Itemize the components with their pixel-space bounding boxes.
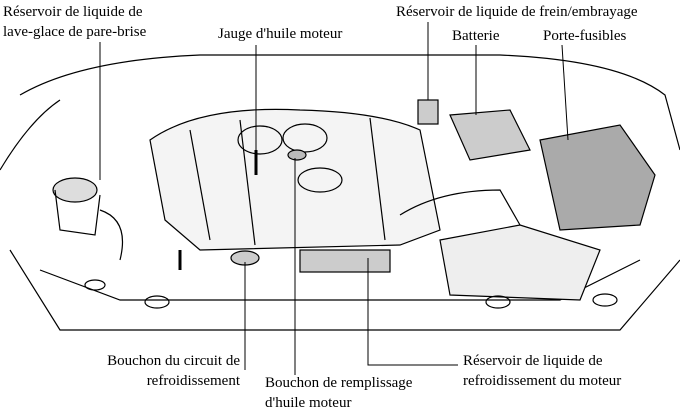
front-bumper-outline [9, 249, 680, 331]
label-oil-filler-cap: Bouchon de remplissage d'huile moteur [265, 373, 412, 412]
label-brake-clutch-reservoir: Réservoir de liquide de frein/embrayage [396, 4, 638, 20]
label-line: Bouchon du circuit de [107, 353, 240, 369]
coolant-reservoir [299, 249, 391, 273]
label-line: lave-glace de pare-brise [3, 24, 147, 40]
oil-filler-cap [287, 149, 307, 161]
brake-reservoir [417, 99, 439, 125]
label-coolant-reservoir: Réservoir de liquide de refroidissement … [463, 351, 621, 391]
label-line: Réservoir de liquide de [463, 353, 603, 369]
label-oil-dipstick: Jauge d'huile moteur [218, 26, 343, 42]
label-line: refroidissement du moteur [463, 373, 622, 389]
label-radiator-cap: Bouchon du circuit de refroidissement [62, 351, 240, 391]
battery [449, 109, 531, 161]
label-line: Bouchon de remplissage [265, 375, 413, 391]
fuse-block [539, 124, 656, 231]
label-line: d'huile moteur [265, 395, 352, 411]
leader-coolant [367, 258, 458, 366]
label-line: Réservoir de liquide de [3, 4, 143, 20]
label-fuse-block: Porte-fusibles [543, 28, 627, 44]
washer-reservoir-cap [52, 177, 98, 203]
leader-fuse [561, 44, 569, 141]
hood-outline [19, 54, 680, 151]
label-washer-reservoir: Réservoir de liquide de lave-glace de pa… [3, 2, 146, 42]
label-battery: Batterie [452, 28, 500, 44]
leader-lines [99, 22, 569, 375]
label-line: refroidissement [146, 373, 240, 389]
